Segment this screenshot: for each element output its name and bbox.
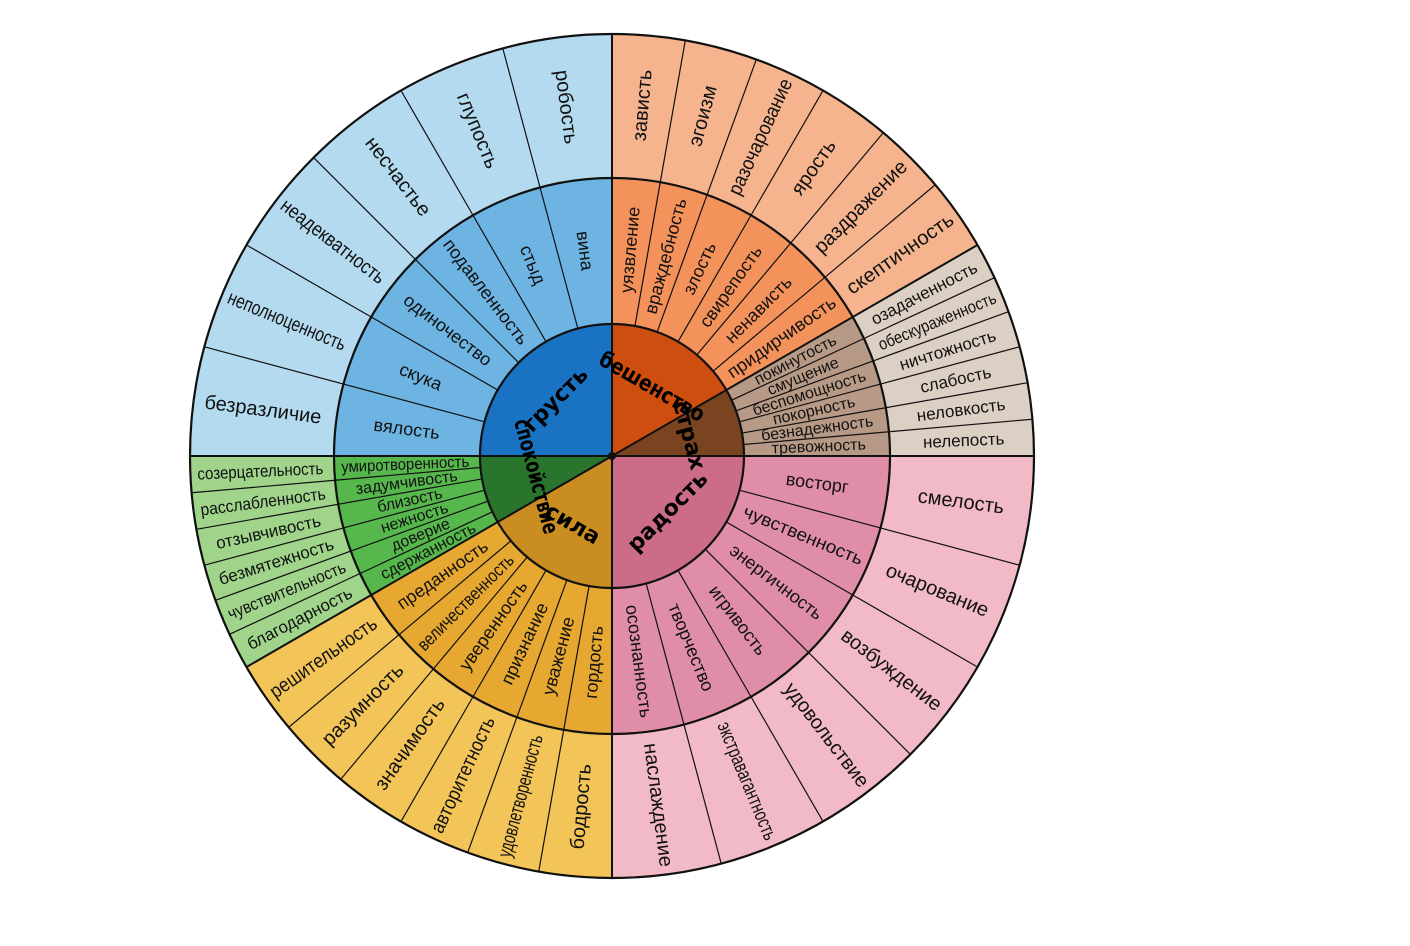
- middle-divider: [704, 548, 810, 654]
- ring-border: [478, 322, 746, 590]
- middle-divider: [472, 214, 547, 342]
- outer-divider: [204, 346, 344, 385]
- outer-divider: [683, 724, 722, 864]
- middle-divider: [735, 360, 874, 412]
- outer-divider: [706, 59, 757, 195]
- middle-divider: [516, 579, 568, 718]
- outer-divider: [215, 550, 351, 601]
- middle-divider: [472, 570, 547, 698]
- middle-divider: [645, 583, 685, 725]
- outer-divider: [538, 729, 565, 872]
- middle-divider: [677, 570, 752, 698]
- ring-border: [332, 176, 892, 736]
- core-ring: [479, 323, 745, 589]
- outer-divider: [400, 696, 474, 822]
- middle-divider: [634, 182, 661, 327]
- middle-divider: [712, 276, 826, 372]
- outer-divider: [790, 132, 884, 244]
- outer-divider: [502, 48, 541, 188]
- middle-divider: [656, 194, 708, 333]
- middle-divider: [398, 540, 512, 636]
- middle-divider: [338, 478, 483, 505]
- middle-divider: [370, 316, 498, 391]
- outer-divider: [852, 594, 978, 668]
- middle-emotion-label: тревожность: [771, 436, 866, 457]
- outer-divider: [863, 277, 995, 340]
- outer-divider: [659, 40, 686, 183]
- middle-divider: [743, 431, 889, 446]
- outer-emotion-label: нелепость: [923, 429, 1005, 452]
- middle-divider: [696, 242, 792, 356]
- middle-divider: [350, 500, 489, 552]
- outer-divider: [340, 668, 434, 780]
- outer-divider: [191, 479, 336, 494]
- middle-divider: [731, 337, 865, 401]
- middle-divider: [563, 585, 590, 730]
- middle-emotion-label: умиротворенность: [341, 454, 470, 477]
- middle-divider: [359, 511, 493, 575]
- middle-divider: [432, 556, 528, 670]
- outer-divider: [229, 572, 361, 635]
- outer-divider: [888, 418, 1033, 433]
- outer-divider: [204, 527, 344, 566]
- outer-divider: [750, 696, 824, 822]
- outer-divider: [246, 244, 372, 318]
- middle-divider: [343, 383, 485, 423]
- outer-divider: [288, 634, 400, 728]
- outer-divider: [808, 652, 911, 755]
- ring-borders: [188, 32, 1036, 880]
- group-divider: [246, 455, 613, 668]
- outer-divider: [885, 382, 1028, 409]
- middle-divider: [335, 466, 481, 481]
- outer-divider: [750, 90, 824, 216]
- middle-divider: [343, 489, 485, 529]
- middle-divider: [539, 187, 579, 329]
- center-dot: [608, 452, 616, 460]
- group-divider: [611, 244, 978, 457]
- outer-divider: [873, 311, 1009, 362]
- outer-divider: [467, 717, 518, 853]
- middle-divider: [414, 258, 520, 364]
- middle-divider: [726, 521, 854, 596]
- outer-divider: [880, 346, 1020, 385]
- middle-divider: [739, 489, 881, 529]
- ring-border: [188, 32, 1036, 880]
- outer-divider: [824, 184, 936, 278]
- outer-divider: [880, 527, 1020, 566]
- middle-divider: [677, 214, 752, 342]
- middle-divider: [739, 383, 881, 423]
- middle-divider: [741, 407, 886, 434]
- outer-divider: [313, 157, 416, 260]
- outer-divider: [400, 90, 474, 216]
- outer-divider: [196, 503, 339, 530]
